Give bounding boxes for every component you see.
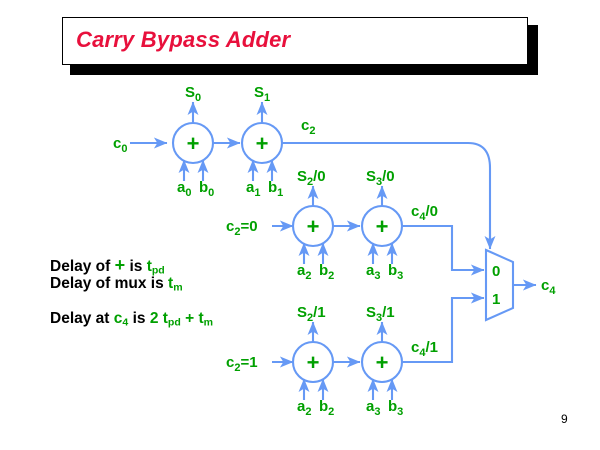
label-b3-one: b3	[388, 398, 403, 418]
label-b2-one: b2	[319, 398, 334, 418]
label-a2-one: a2	[297, 398, 311, 418]
plus-icon: +	[114, 255, 126, 275]
label-b2-zero: b2	[319, 262, 334, 282]
label-S0: S0	[185, 84, 201, 104]
label-S3-slash-1: S3/1	[366, 304, 395, 324]
page-title: Carry Bypass Adder	[76, 27, 291, 52]
adder-plus-4: +	[307, 350, 320, 375]
label-c2-eq-0: c2=0	[226, 218, 258, 238]
label-a0: a0	[177, 179, 191, 199]
label-a1: a1	[246, 179, 260, 199]
title-box	[62, 17, 528, 65]
adder-plus-3: +	[376, 214, 389, 239]
mux-input-0-label: 0	[492, 263, 500, 280]
label-a3-zero: a3	[366, 262, 380, 282]
label-a2-zero: a2	[297, 262, 311, 282]
note-line1-prefix: Delay of	[50, 258, 111, 275]
note-line3-signal: c4	[113, 310, 129, 329]
page-number: 9	[561, 412, 568, 426]
note-line1-mid: is	[129, 258, 143, 275]
label-b1: b1	[268, 179, 283, 199]
adder-plus-0: +	[187, 131, 200, 156]
label-b0: b0	[199, 179, 214, 199]
label-S2-slash-1: S2/1	[297, 304, 326, 324]
note-line3-mid: is	[132, 310, 146, 327]
label-b3-zero: b3	[388, 262, 403, 282]
adder-plus-1: +	[256, 131, 269, 156]
label-c4-slash-1: c4/1	[411, 339, 438, 359]
label-S3-slash-0: S3/0	[366, 168, 395, 188]
note-line2-prefix: Delay of mux is	[50, 275, 164, 292]
label-S2-slash-0: S2/0	[297, 168, 326, 188]
label-c0: c0	[113, 135, 127, 155]
mux-input-1-label: 1	[492, 291, 500, 308]
note-line3-prefix: Delay at	[50, 310, 110, 327]
adder-plus-2: +	[307, 214, 320, 239]
note-line-delay-mux: Delay of mux is tm	[50, 275, 183, 293]
mux-trapezoid	[484, 248, 515, 322]
wire-c2-bypass-to-mux-select	[282, 141, 492, 243]
wire-c4-zero-to-mux-in0	[402, 224, 478, 272]
note-line-delay-adder: Delay of + is tpd	[50, 255, 165, 276]
label-c2-eq-1: c2=1	[226, 354, 258, 374]
label-c4-slash-0: c4/0	[411, 203, 438, 223]
label-S1: S1	[254, 84, 270, 104]
note-line2-value: tm	[168, 275, 183, 294]
note-line-delay-c4: Delay at c4 is 2 tpd + tm	[50, 310, 213, 328]
note-line3-expression: 2 tpd + tm	[149, 310, 214, 329]
adder-plus-5: +	[376, 350, 389, 375]
label-mux-output-c4: c4	[541, 277, 556, 297]
label-c2: c2	[301, 117, 315, 137]
note-line1-value: tpd	[146, 258, 165, 277]
label-a3-one: a3	[366, 398, 380, 418]
